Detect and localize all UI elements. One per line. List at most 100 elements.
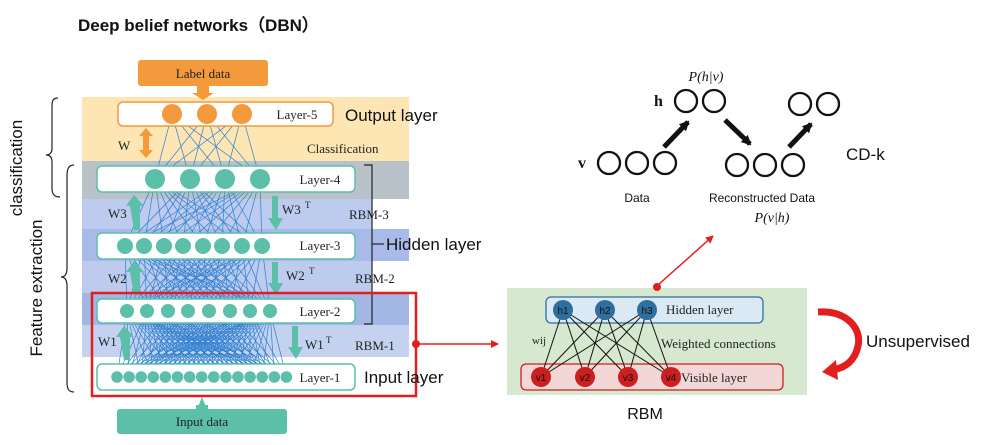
input-arrow-stem [196, 405, 208, 409]
layer-2-node [140, 304, 154, 318]
feature-brace [60, 164, 75, 393]
layer-1-node [123, 371, 135, 383]
layer-1-node [147, 371, 160, 383]
layer-3-node [195, 238, 211, 254]
unsupervised-arrowhead [822, 360, 838, 380]
rbm-visible-unit [661, 367, 681, 387]
v-recon-unit-3 [780, 152, 806, 178]
label-data-box [138, 60, 268, 86]
layer-3-node [234, 238, 250, 254]
layer-1-node [195, 371, 208, 383]
rbm-link [562, 309, 586, 378]
input-data-box [117, 409, 287, 434]
cdk-label: CD-k [846, 145, 885, 164]
layer-5-label: Layer-5 [277, 107, 318, 122]
figure-title: Deep belief networks（DBN） [78, 15, 319, 35]
classification-brace [45, 97, 61, 198]
rbm-link [646, 309, 672, 378]
rbm-hidden-unit-label: h2 [599, 306, 611, 317]
layer-2-node [263, 304, 277, 318]
w1t-down-arrow [288, 326, 303, 359]
rbm-link [627, 309, 648, 378]
side-classification-label: classification [7, 120, 26, 216]
layer-4-node [145, 169, 165, 189]
network-nodes [111, 104, 293, 383]
layer-3-node [214, 238, 230, 254]
w1t-label: W1 [305, 337, 324, 352]
w3t-down-arrow [268, 196, 283, 230]
input-data-text: Input data [176, 414, 229, 429]
v-recon-unit-2 [752, 152, 778, 178]
cdk-arrow-up-2 [787, 122, 813, 149]
w3t-label: W3 [282, 202, 301, 217]
rbm-link [584, 309, 606, 378]
layer-1-node [232, 371, 244, 383]
data-caption: Data [624, 191, 650, 205]
w2t-superscript: T [309, 266, 315, 276]
w-double-arrow [139, 128, 153, 158]
input-arrow [198, 397, 206, 407]
w3t-superscript: T [305, 200, 311, 210]
layer-2-node [161, 304, 175, 318]
v-label: v [578, 155, 586, 172]
rbm-hidden-unit-label: h1 [557, 306, 569, 317]
unsupervised-arrow [817, 308, 863, 374]
rbm-2-label: RBM-2 [355, 271, 395, 286]
rbm-3-label: RBM-3 [349, 207, 389, 222]
rbm-visible-unit-label: v4 [666, 373, 677, 384]
cdk-arrow-up [662, 120, 690, 149]
wij-label: wij [532, 335, 546, 347]
w1-up-arrow [116, 326, 134, 360]
v-unit-3 [652, 150, 678, 176]
rbm-visible-unit-label: v2 [580, 373, 591, 384]
layer-2-node [181, 304, 195, 318]
rbm-visible-unit-label: v1 [536, 373, 547, 384]
rbm-link [540, 309, 606, 378]
layer-2-node [120, 304, 134, 318]
classification-band-label: Classification [307, 141, 379, 156]
layer-1-node [280, 371, 293, 383]
v-unit-2 [624, 150, 650, 176]
layer-5-node [162, 104, 182, 124]
layer-1-node [220, 371, 232, 383]
layer-3-node [254, 238, 270, 254]
layer-3-node [156, 238, 172, 254]
unsupervised-label: Unsupervised [866, 332, 970, 351]
output-layer-label: Output layer [345, 106, 438, 125]
p-v-given-h: P(v|h) [754, 211, 790, 226]
layer-1-node [159, 371, 172, 383]
layer-4-label: Layer-4 [300, 172, 341, 187]
w-label: W [118, 138, 131, 153]
w2-up-arrow [126, 261, 144, 295]
layer-4-node [180, 169, 200, 189]
layer-3-node [117, 238, 133, 254]
rbm-1-label: RBM-1 [355, 338, 395, 353]
rbm-link [540, 309, 564, 378]
connector-dot-left [412, 340, 420, 348]
rbm-visible-unit [531, 367, 551, 387]
reconstructed-caption: Reconstructed Data [709, 191, 815, 205]
rbm-connections [540, 309, 672, 378]
rbm-visible-unit-label: v3 [623, 373, 634, 384]
label-data-text: Label data [176, 66, 231, 81]
layer-1-node [208, 371, 220, 383]
layer-3-node [175, 238, 191, 254]
rbm-hidden-unit [637, 300, 657, 320]
h-label: h [654, 93, 663, 110]
layer-1-node [111, 371, 123, 383]
layer-3-label: Layer-3 [300, 238, 341, 253]
layer-2-node [243, 304, 257, 318]
w3-up-arrow [126, 195, 144, 230]
rbm-hidden-label: Hidden layer [666, 302, 734, 317]
rbm-hidden-unit [595, 300, 615, 320]
layer-1-node [268, 371, 281, 383]
v-unit-1 [596, 150, 622, 176]
rbm-caption: RBM [627, 406, 663, 423]
label-arrow [192, 86, 214, 100]
rbm-visible-unit [575, 367, 595, 387]
rbm-visible-unit [618, 367, 638, 387]
layer-1-node [135, 371, 147, 383]
layer-3-node [136, 238, 152, 254]
